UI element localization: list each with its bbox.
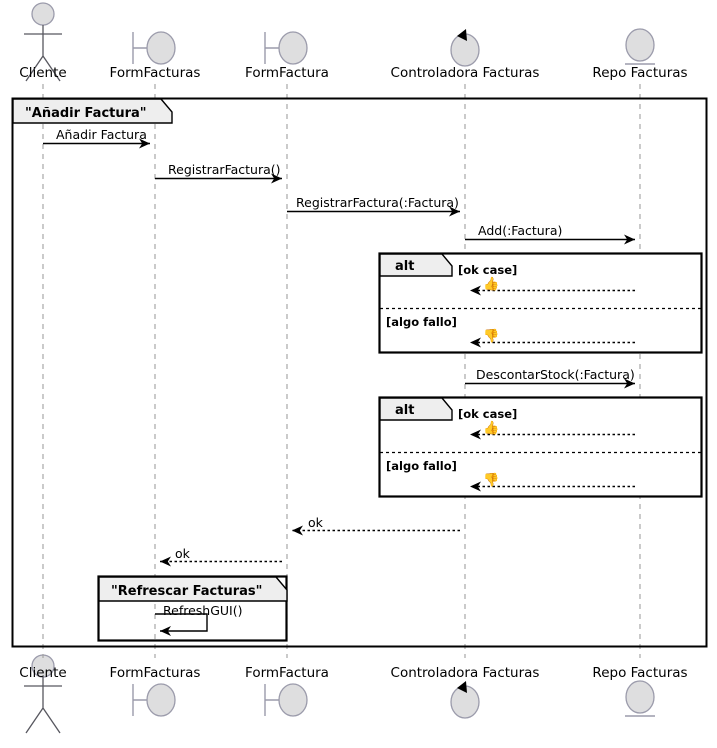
boundary-bar-formfacturas-top bbox=[132, 32, 147, 64]
frame-border-anadir-factura-frame bbox=[11, 97, 708, 648]
message-label-m2: RegistrarFactura() bbox=[168, 162, 281, 177]
control-arrow-controladora-top bbox=[457, 29, 467, 41]
participant-label-bottom-formfactura[interactable]: FormFactura bbox=[245, 665, 329, 681]
message-label-m1: Añadir Factura bbox=[56, 127, 147, 142]
participant-label-bottom-cliente[interactable]: Cliente bbox=[19, 665, 67, 681]
boundary-bar-formfactura-top bbox=[264, 32, 279, 64]
frame-title-anadir-factura-frame: "Añadir Factura" bbox=[25, 106, 147, 121]
boundary-circle-formfacturas-bottom bbox=[146, 683, 176, 717]
participant-label-cliente[interactable]: Cliente bbox=[19, 65, 67, 81]
alt-keyword-alt-registrar: alt bbox=[395, 259, 415, 274]
actor-head-cliente-top bbox=[31, 2, 55, 26]
frame-title-refrescar-facturas-frame: "Refrescar Facturas" bbox=[111, 584, 263, 599]
message-label-m9: 👎 bbox=[483, 473, 500, 488]
entity-circle-repo-bottom bbox=[625, 680, 655, 714]
message-label-m7: DescontarStock(:Factura) bbox=[476, 367, 635, 382]
message-arrow-m12[interactable] bbox=[155, 613, 208, 636]
alt-header-alt-registrar bbox=[379, 253, 453, 277]
boundary-circle-formfactura-top bbox=[278, 31, 308, 65]
entity-circle-repo-top bbox=[625, 28, 655, 62]
participant-label-formfacturas[interactable]: FormFacturas bbox=[109, 65, 201, 81]
message-label-m11: ok bbox=[175, 546, 190, 561]
frame-header-refrescar-facturas-frame bbox=[98, 576, 288, 602]
alt-guard-alt-descontar-stock-0: [ok case] bbox=[458, 407, 518, 421]
message-label-m4: Add(:Factura) bbox=[478, 223, 563, 238]
control-arrow-controladora-bottom bbox=[457, 681, 467, 693]
alt-header-alt-descontar-stock bbox=[379, 397, 453, 421]
message-label-m8: 👍 bbox=[483, 421, 500, 436]
participant-label-bottom-repo[interactable]: Repo Facturas bbox=[592, 665, 688, 681]
alt-guard-alt-registrar-0: [ok case] bbox=[458, 263, 518, 277]
actor-body-cliente-bottom bbox=[24, 677, 62, 734]
participant-label-bottom-controladora[interactable]: Controladora Facturas bbox=[390, 665, 540, 681]
alt-guard-alt-registrar-1: [algo fallo] bbox=[386, 315, 457, 329]
boundary-bar-formfactura-bottom bbox=[264, 684, 279, 716]
participant-label-formfactura[interactable]: FormFactura bbox=[245, 65, 329, 81]
message-label-m12: RefreshGUI() bbox=[163, 603, 243, 618]
boundary-circle-formfactura-bottom bbox=[278, 683, 308, 717]
alt-guard-alt-descontar-stock-1: [algo fallo] bbox=[386, 459, 457, 473]
frame-header-anadir-factura-frame bbox=[12, 98, 173, 124]
alt-keyword-alt-descontar-stock: alt bbox=[395, 403, 415, 418]
message-label-m6: 👎 bbox=[483, 329, 500, 344]
boundary-bar-formfacturas-bottom bbox=[132, 684, 147, 716]
participant-label-controladora[interactable]: Controladora Facturas bbox=[390, 65, 540, 81]
message-label-m10: ok bbox=[308, 515, 323, 530]
message-label-m3: RegistrarFactura(:Factura) bbox=[296, 195, 459, 210]
message-label-m5: 👍 bbox=[483, 277, 500, 292]
participant-label-repo[interactable]: Repo Facturas bbox=[592, 65, 688, 81]
boundary-circle-formfacturas-top bbox=[146, 31, 176, 65]
actor-body-cliente-top bbox=[24, 25, 62, 82]
participant-label-bottom-formfacturas[interactable]: FormFacturas bbox=[109, 665, 201, 681]
